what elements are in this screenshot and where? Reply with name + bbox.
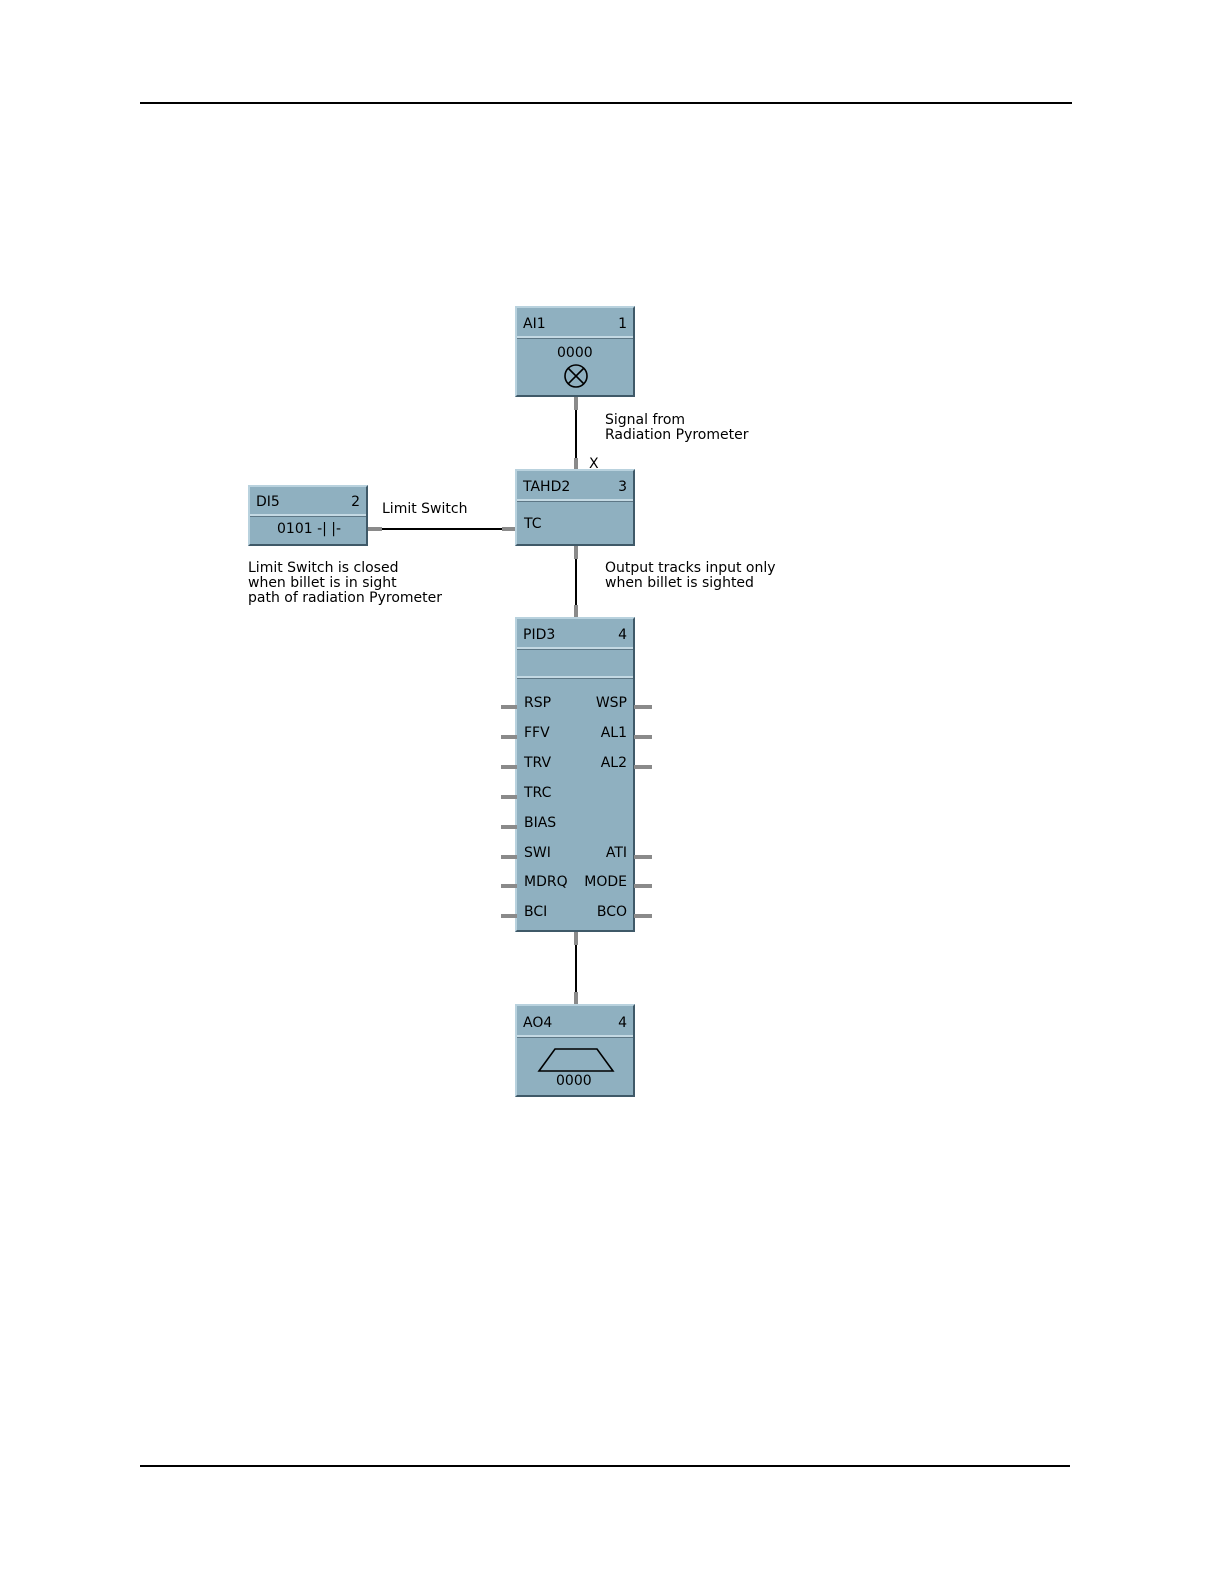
pid3-output-label: MODE — [584, 874, 627, 890]
limit-note-line-1: Limit Switch is closed — [248, 561, 442, 576]
ao4-number: 4 — [618, 1015, 627, 1031]
di5-number: 2 — [351, 494, 360, 510]
pid3-input-pin[interactable] — [501, 765, 517, 769]
pid3-output-pin[interactable] — [574, 931, 578, 945]
pid3-output-pin[interactable] — [634, 884, 652, 888]
pid3-output-pin[interactable] — [634, 735, 652, 739]
signal-annotation: Signal from Radiation Pyrometer — [605, 413, 748, 443]
pid3-input-pin[interactable] — [501, 795, 517, 799]
di5-output-pin[interactable] — [366, 527, 382, 531]
pid3-status-divider — [517, 676, 633, 679]
limit-note-line-2: when billet is in sight — [248, 576, 442, 591]
pid3-input-label: RSP — [524, 695, 551, 711]
output-note-line-1: Output tracks input only — [605, 561, 776, 576]
output-valve-icon — [537, 1047, 615, 1073]
pid3-input-pin[interactable] — [501, 705, 517, 709]
pid3-output-pin[interactable] — [634, 705, 652, 709]
tahd2-name: TAHD2 — [523, 479, 570, 495]
ai1-output-pin[interactable] — [574, 396, 578, 410]
pid3-input-label: TRV — [524, 755, 551, 771]
pid3-block[interactable]: PID3 4 RSP FFV TRV TRC BIAS SWI MDRQ BCI… — [515, 617, 635, 932]
pid3-input-label: TRC — [524, 785, 551, 801]
pid3-output-label: AL1 — [601, 725, 627, 741]
pid3-input-pin[interactable] — [501, 884, 517, 888]
di5-block[interactable]: DI5 2 0101 -| |- — [248, 485, 368, 546]
limit-switch-label: Limit Switch — [382, 501, 467, 517]
pid3-header-divider — [517, 647, 633, 650]
pid3-input-label: FFV — [524, 725, 550, 741]
ai1-block[interactable]: AI1 1 0000 — [515, 306, 635, 397]
pid3-input-label: BCI — [524, 904, 547, 920]
tahd2-header-divider — [517, 499, 633, 502]
tahd2-block[interactable]: TAHD2 3 TC — [515, 469, 635, 546]
pid3-input-pin[interactable] — [501, 855, 517, 859]
pid3-input-pin[interactable] — [501, 735, 517, 739]
limit-note-line-3: path of radiation Pyrometer — [248, 591, 442, 606]
ai1-name: AI1 — [523, 316, 546, 332]
ai1-header-divider — [517, 336, 633, 339]
pid3-output-label: BCO — [597, 904, 627, 920]
di5-header-divider — [250, 514, 366, 517]
ao4-block[interactable]: AO4 4 0000 — [515, 1004, 635, 1097]
output-annotation: Output tracks input only when billet is … — [605, 561, 776, 591]
ao4-header-divider — [517, 1035, 633, 1038]
ai1-number: 1 — [618, 316, 627, 332]
pid3-output-label: ATI — [606, 845, 627, 861]
sensor-icon — [563, 363, 589, 389]
pid3-number: 4 — [618, 627, 627, 643]
pid3-output-pin[interactable] — [634, 855, 652, 859]
pid3-input-pin[interactable] — [501, 914, 517, 918]
pid3-input-pin[interactable] — [501, 825, 517, 829]
pid3-input-label: SWI — [524, 845, 551, 861]
pid3-input-label: BIAS — [524, 815, 556, 831]
ai1-value: 0000 — [557, 345, 593, 361]
tahd2-output-pin[interactable] — [574, 545, 578, 559]
output-note-line-2: when billet is sighted — [605, 576, 776, 591]
ao4-value: 0000 — [556, 1073, 592, 1089]
pid3-output-label: AL2 — [601, 755, 627, 771]
di5-name: DI5 — [256, 494, 280, 510]
tahd2-number: 3 — [618, 479, 627, 495]
di5-value: 0101 -| |- — [277, 521, 341, 537]
pid3-name: PID3 — [523, 627, 555, 643]
pid3-input-label: MDRQ — [524, 874, 568, 890]
pid3-output-pin[interactable] — [634, 914, 652, 918]
tahd2-input-tc: TC — [524, 516, 542, 532]
ao4-name: AO4 — [523, 1015, 552, 1031]
limit-switch-note: Limit Switch is closed when billet is in… — [248, 561, 442, 606]
signal-line-2: Radiation Pyrometer — [605, 428, 748, 443]
pid3-output-pin[interactable] — [634, 765, 652, 769]
signal-line-1: Signal from — [605, 413, 748, 428]
pid3-output-label: WSP — [596, 695, 627, 711]
